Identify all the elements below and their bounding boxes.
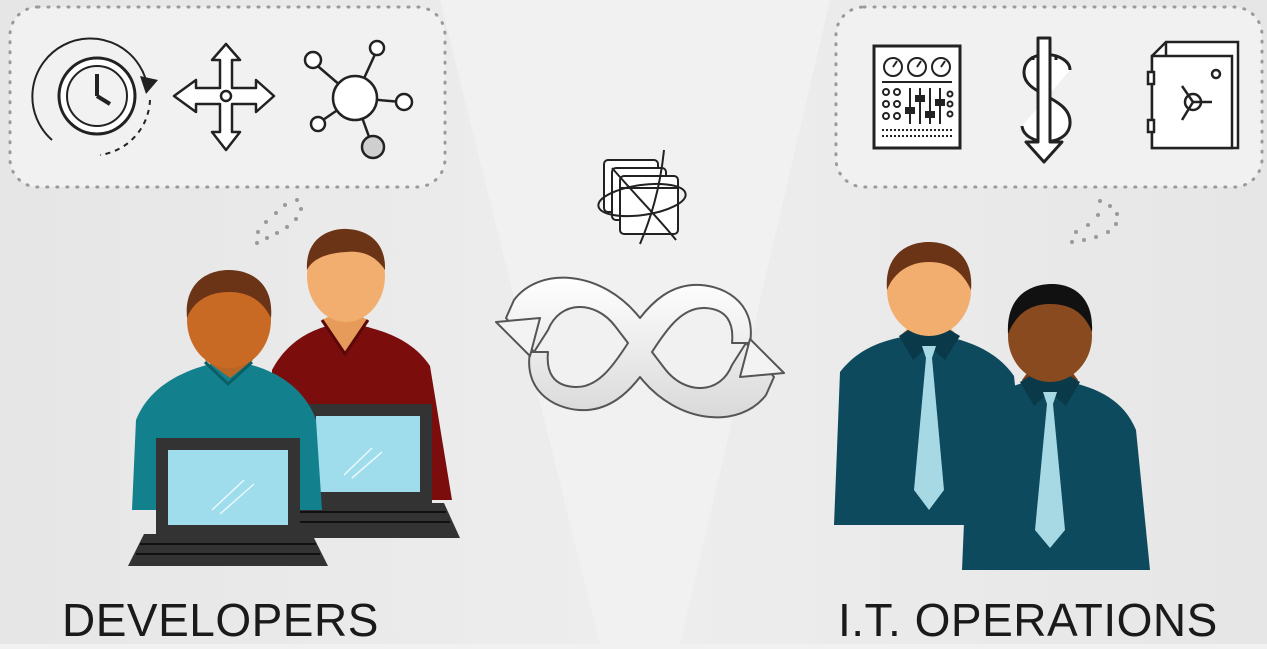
network-nodes-icon — [303, 39, 414, 160]
developer-back-laptop — [276, 404, 460, 538]
developers-label: DEVELOPERS — [62, 594, 379, 646]
software-layers-icon — [597, 149, 687, 245]
safe-vault-icon — [1146, 40, 1240, 150]
developer-front-laptop — [128, 438, 328, 566]
control-panel-icon — [872, 44, 962, 150]
operations-label: I.T. OPERATIONS — [838, 594, 1218, 646]
move-arrows-icon — [172, 42, 276, 152]
infinity-loop-icon — [495, 276, 785, 419]
dollar-down-icon — [1020, 36, 1072, 164]
clock-refresh-icon — [31, 37, 158, 156]
operations-front-person — [962, 284, 1150, 570]
